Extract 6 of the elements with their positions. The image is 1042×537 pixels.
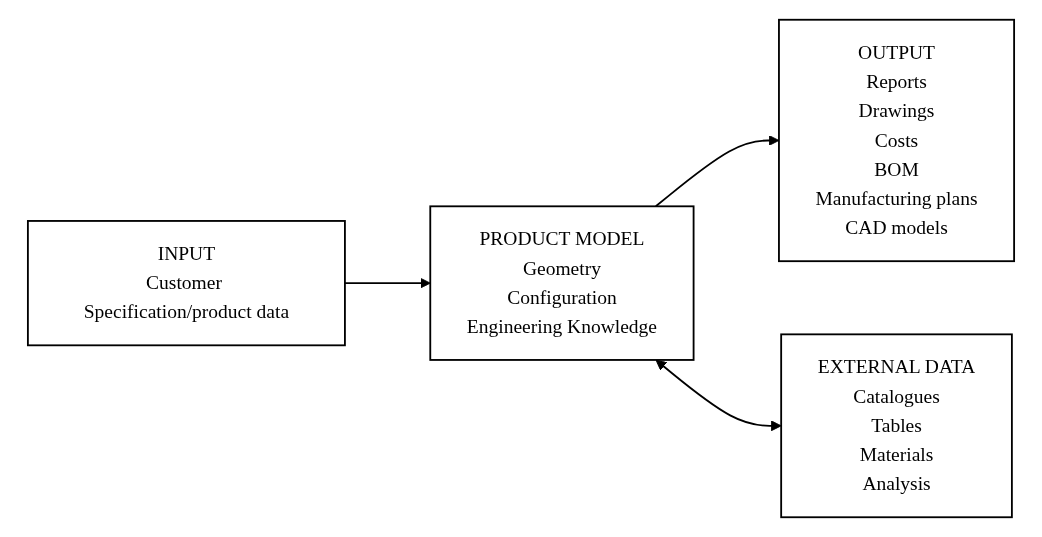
arrow [344, 277, 431, 289]
node-box: INPUT Customer Specification/product data [26, 220, 346, 347]
node-box: PRODUCT MODEL Geometry Configuration Engineering Knowledge [429, 205, 695, 361]
arrow [655, 359, 782, 432]
node-box: OUTPUT Reports Drawings Costs BOM Manufacturing plans CAD models [778, 18, 1016, 263]
node-box: EXTERNAL DATA Catalogues Tables Materials Analysis [780, 333, 1013, 519]
